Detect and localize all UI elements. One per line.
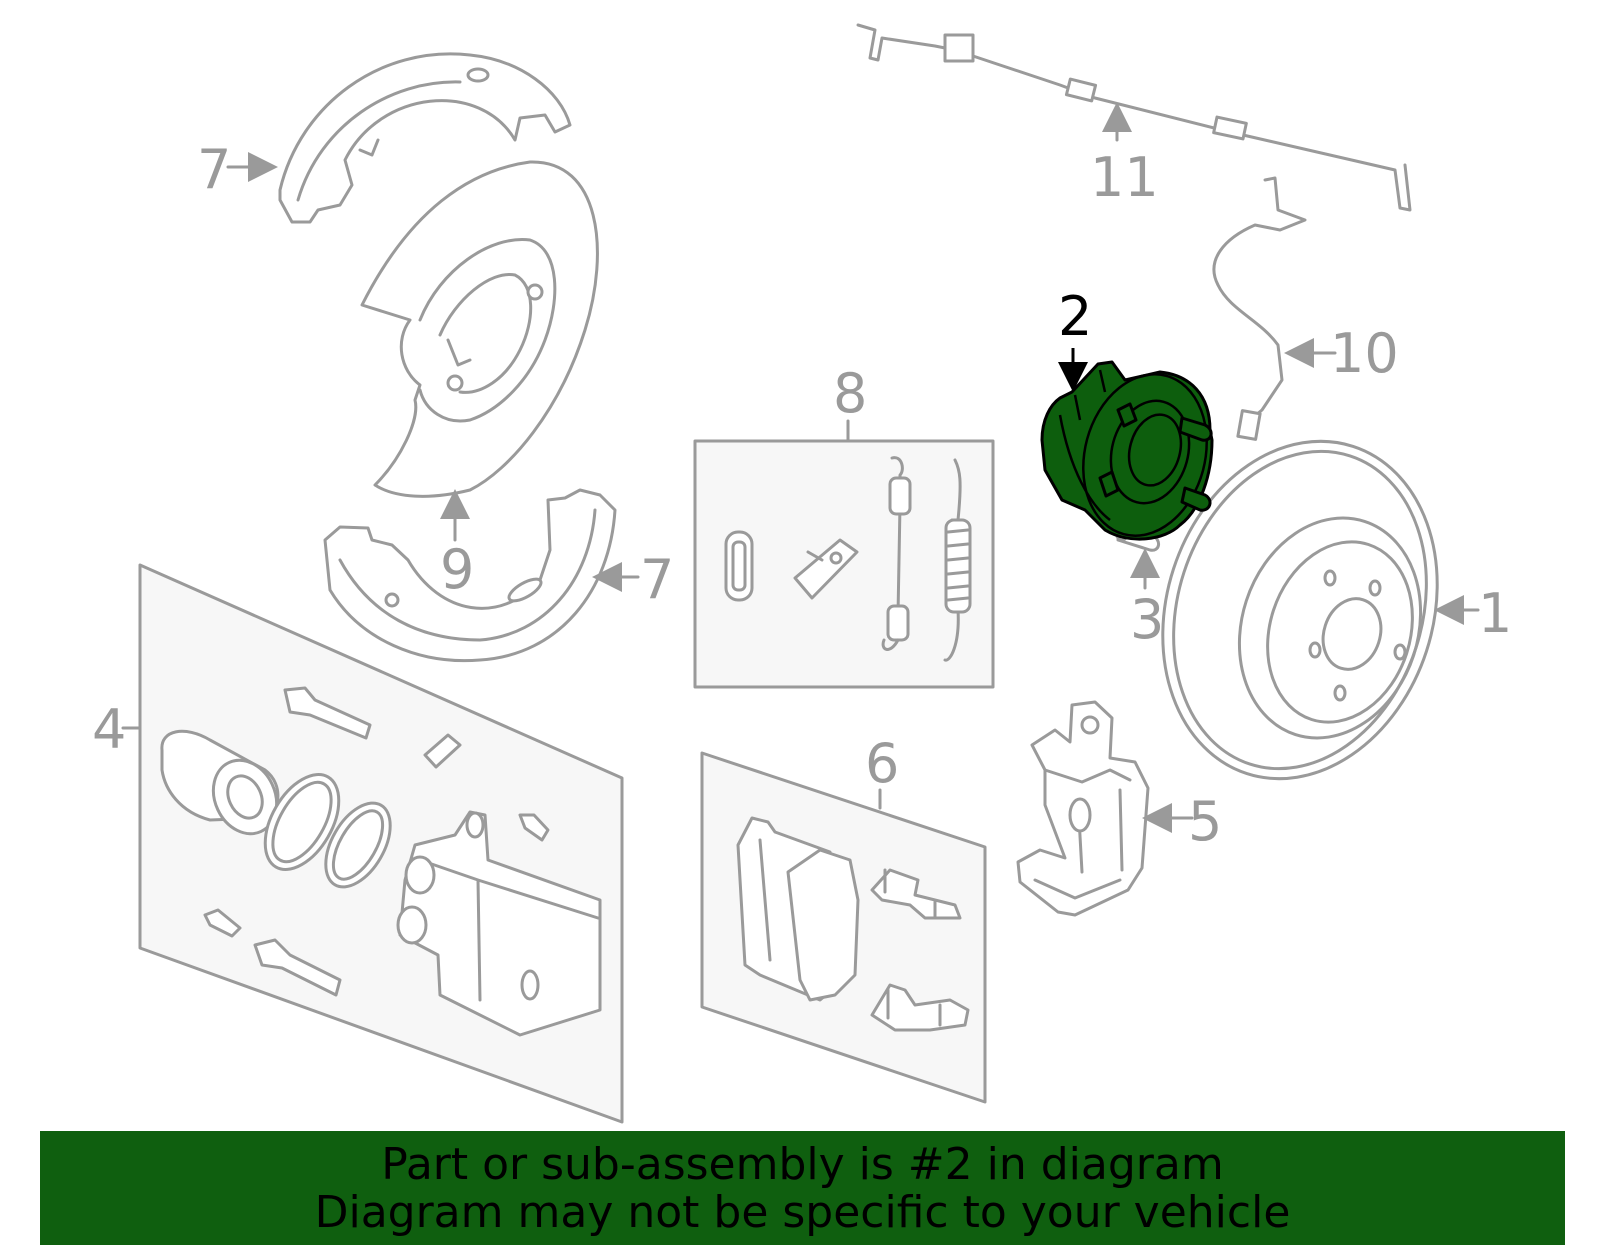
- callout-8: 8: [833, 362, 867, 425]
- callout-2: 2: [1058, 285, 1092, 348]
- brake-pad-kit-part-6[interactable]: [700, 751, 987, 1104]
- callout-5: 5: [1188, 790, 1222, 853]
- callout-1: 1: [1478, 582, 1512, 645]
- callout-11: 11: [1090, 146, 1159, 209]
- brake-rotor-part-1[interactable]: [1120, 405, 1479, 814]
- callout-4: 4: [92, 698, 126, 761]
- callout-10: 10: [1330, 322, 1399, 385]
- dust-shield-part-9[interactable]: [360, 160, 599, 498]
- banner-line-1: Part or sub-assembly is #2 in diagram: [381, 1139, 1224, 1190]
- callout-6: 6: [865, 732, 899, 795]
- caliper-kit-part-4[interactable]: [138, 563, 624, 1124]
- callout-3: 3: [1130, 588, 1164, 651]
- hub-bearing-assembly-part-2[interactable]: [1040, 360, 1224, 549]
- hardware-kit-part-8[interactable]: [693, 439, 995, 689]
- callout-7-lower: 7: [640, 548, 674, 611]
- caliper-bracket-part-5[interactable]: [1016, 700, 1150, 917]
- abs-sensor-cable-part-10[interactable]: [1212, 176, 1307, 441]
- parking-brake-shoe-lower-part-7[interactable]: [323, 488, 617, 663]
- callout-7-upper: 7: [197, 138, 231, 201]
- parking-brake-shoe-upper-part-7[interactable]: [278, 52, 572, 224]
- callout-9: 9: [440, 538, 474, 601]
- wear-sensor-wire-part-11[interactable]: [856, 23, 1412, 212]
- banner-line-2: Diagram may not be specific to your vehi…: [314, 1187, 1291, 1238]
- info-banner: Part or sub-assembly is #2 in diagram Di…: [40, 1131, 1565, 1245]
